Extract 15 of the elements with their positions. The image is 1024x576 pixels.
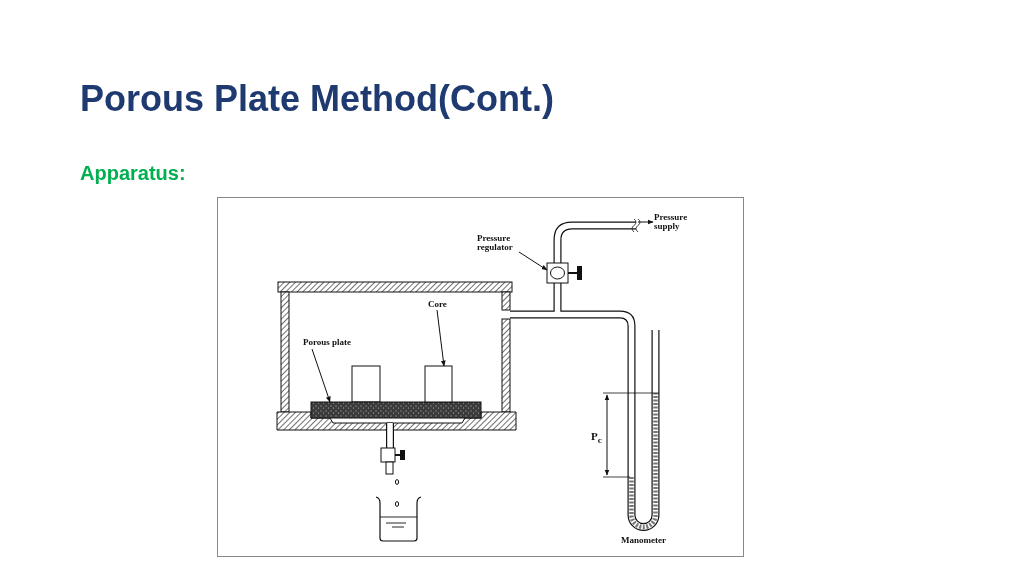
pressure-symbol: P$_{c}$	[591, 430, 602, 446]
part-label: Core	[428, 300, 447, 309]
part-label: Pressure regulator	[477, 234, 529, 252]
slide-title: Porous Plate Method(Cont.)	[80, 78, 554, 120]
pressure-regulator	[546, 262, 569, 284]
section-heading: Apparatus:	[80, 162, 186, 185]
porous-plate	[310, 401, 482, 419]
part-label: Pressure supply	[654, 213, 700, 231]
core-sample	[424, 365, 453, 403]
part-label: Manometer	[621, 536, 666, 545]
leader-line	[518, 251, 548, 271]
part-label: Porous plate	[303, 338, 352, 347]
leader-line	[311, 348, 331, 403]
arrow	[637, 219, 654, 225]
leader-line	[436, 309, 446, 367]
